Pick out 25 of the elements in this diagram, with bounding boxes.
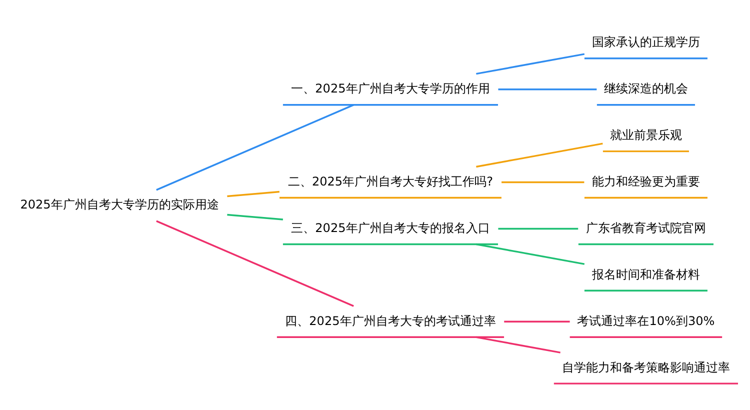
node-text: 考试通过率在10%到30%	[577, 313, 715, 328]
connector	[156, 220, 354, 306]
node-text: 自学能力和备考策略影响通过率	[562, 360, 730, 374]
connector	[502, 180, 584, 183]
node-text: 就业前景乐观	[610, 128, 682, 142]
node-text: 报名时间和准备材料	[592, 266, 700, 281]
connector	[227, 190, 280, 197]
node-text: 广东省教育考试院官网	[586, 220, 706, 234]
connector	[504, 320, 570, 322]
connector	[476, 242, 585, 264]
node-text: 三、2025年广州自考大专的报名入口	[291, 220, 490, 234]
connector	[156, 104, 354, 190]
node-text: 二、2025年广州自考大专好找工作吗?	[288, 174, 493, 188]
node-text: 继续深造的机会	[604, 81, 688, 96]
connector	[498, 227, 578, 230]
node-text: 一、2025年广州自考大专学历的作用	[291, 81, 490, 96]
node-text: 2025年广州自考大专学历的实际用途	[20, 197, 219, 212]
node-text: 四、2025年广州自考大专的考试通过率	[285, 313, 496, 328]
connector	[476, 336, 560, 353]
connector	[227, 213, 284, 220]
node-text: 能力和经验更为重要	[592, 174, 700, 188]
node-text: 国家承认的正规学历	[592, 34, 700, 49]
connector	[476, 142, 603, 168]
connector	[476, 52, 585, 74]
connector	[498, 88, 597, 90]
